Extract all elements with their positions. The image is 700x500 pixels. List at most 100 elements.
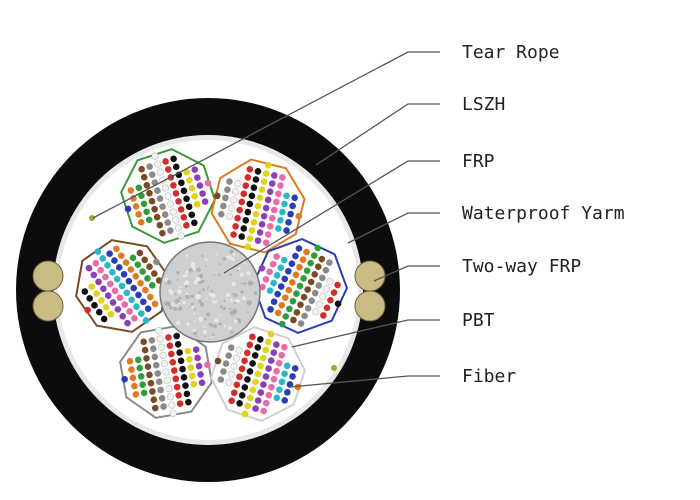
frp-speckle <box>182 300 186 305</box>
optical-fiber <box>148 337 156 344</box>
optical-fiber <box>307 259 314 267</box>
optical-fiber <box>190 380 198 388</box>
optical-fiber <box>248 227 256 234</box>
optical-fiber <box>273 367 280 375</box>
frp-speckle <box>207 285 210 288</box>
optical-fiber <box>144 305 152 313</box>
optical-fiber <box>150 396 158 404</box>
optical-fiber <box>248 192 256 200</box>
frp-speckle <box>205 258 208 262</box>
optical-fiber <box>281 397 289 404</box>
optical-fiber <box>227 344 235 351</box>
optical-fiber <box>167 227 174 234</box>
optical-fiber <box>229 196 238 204</box>
optical-fiber <box>323 304 331 312</box>
optical-fiber <box>161 184 170 192</box>
frp-speckle <box>239 272 244 277</box>
optical-fiber <box>99 255 107 262</box>
optical-fiber <box>140 338 147 346</box>
optical-fiber <box>274 309 282 317</box>
optical-fiber <box>185 398 192 406</box>
optical-fiber <box>183 390 191 398</box>
optical-fiber <box>285 267 292 275</box>
optical-fiber <box>128 366 135 373</box>
frp-speckle <box>229 249 234 254</box>
optical-fiber <box>270 298 278 306</box>
optical-fiber <box>236 373 243 381</box>
frp-speckle <box>241 282 243 285</box>
frp-speckle <box>170 302 174 306</box>
optical-fiber <box>182 382 189 389</box>
optical-fiber <box>257 389 265 396</box>
frp-speckle <box>201 279 205 284</box>
optical-fiber <box>177 232 185 240</box>
optical-fiber <box>201 198 209 205</box>
optical-fiber <box>230 389 238 397</box>
optical-fiber <box>188 184 196 192</box>
optical-fiber <box>280 256 288 264</box>
frp-speckle <box>185 294 190 300</box>
frp-speckle <box>185 270 189 274</box>
leader-line-tear-rope <box>92 51 440 219</box>
optical-fiber <box>244 174 252 181</box>
optical-fiber <box>159 229 166 237</box>
optical-fiber <box>154 370 162 377</box>
optical-fiber <box>177 206 185 213</box>
optical-fiber <box>133 303 140 310</box>
optical-fiber <box>284 389 291 396</box>
frp-speckle <box>211 293 216 298</box>
optical-fiber <box>104 262 111 269</box>
optical-fiber <box>111 257 118 264</box>
pbt-loose-tube <box>75 239 169 333</box>
tear-rope-right <box>331 365 337 371</box>
optical-fiber <box>273 341 280 348</box>
optical-fiber <box>147 379 155 387</box>
optical-fiber <box>220 202 227 210</box>
frp-speckle <box>216 253 219 256</box>
optical-fiber <box>124 205 132 213</box>
optical-fiber <box>156 195 164 202</box>
optical-fiber <box>151 404 159 412</box>
optical-fiber <box>156 168 164 176</box>
optical-fiber <box>139 268 146 275</box>
optical-fiber <box>134 261 142 268</box>
frp-speckle <box>176 279 179 281</box>
optical-fiber <box>246 235 254 242</box>
optical-fiber <box>127 187 135 194</box>
optical-fiber <box>165 334 172 341</box>
optical-fiber <box>301 312 308 320</box>
frp-speckle <box>192 312 195 315</box>
optical-fiber <box>260 212 268 220</box>
label-fiber: Fiber <box>462 366 516 387</box>
optical-fiber <box>257 362 264 370</box>
optical-fiber <box>241 357 248 365</box>
optical-fiber <box>97 266 104 274</box>
frp-speckle <box>193 280 198 285</box>
optical-fiber <box>297 301 304 309</box>
frp-speckle <box>232 252 236 256</box>
frp-speckle <box>202 329 208 335</box>
optical-fiber <box>136 249 144 257</box>
optical-fiber <box>278 301 286 309</box>
optical-fiber <box>230 362 238 370</box>
tear-rope-left <box>89 215 95 221</box>
optical-fiber <box>277 216 284 224</box>
optical-fiber <box>281 370 288 378</box>
optical-fiber <box>194 354 201 362</box>
optical-fiber <box>93 290 100 297</box>
optical-fiber <box>330 289 338 296</box>
optical-fiber <box>274 290 281 298</box>
frp-speckle <box>206 287 209 290</box>
optical-fiber <box>130 284 137 292</box>
optical-fiber <box>307 278 315 286</box>
frp-speckle <box>200 302 204 307</box>
optical-fiber <box>164 166 172 173</box>
frp-speckle <box>251 282 254 285</box>
optical-fiber <box>137 219 145 226</box>
optical-fiber <box>138 192 145 200</box>
optical-fiber <box>195 362 203 370</box>
optical-fiber <box>104 292 112 299</box>
optical-fiber <box>238 392 246 399</box>
optical-fiber <box>143 208 150 216</box>
optical-fiber <box>268 383 275 391</box>
